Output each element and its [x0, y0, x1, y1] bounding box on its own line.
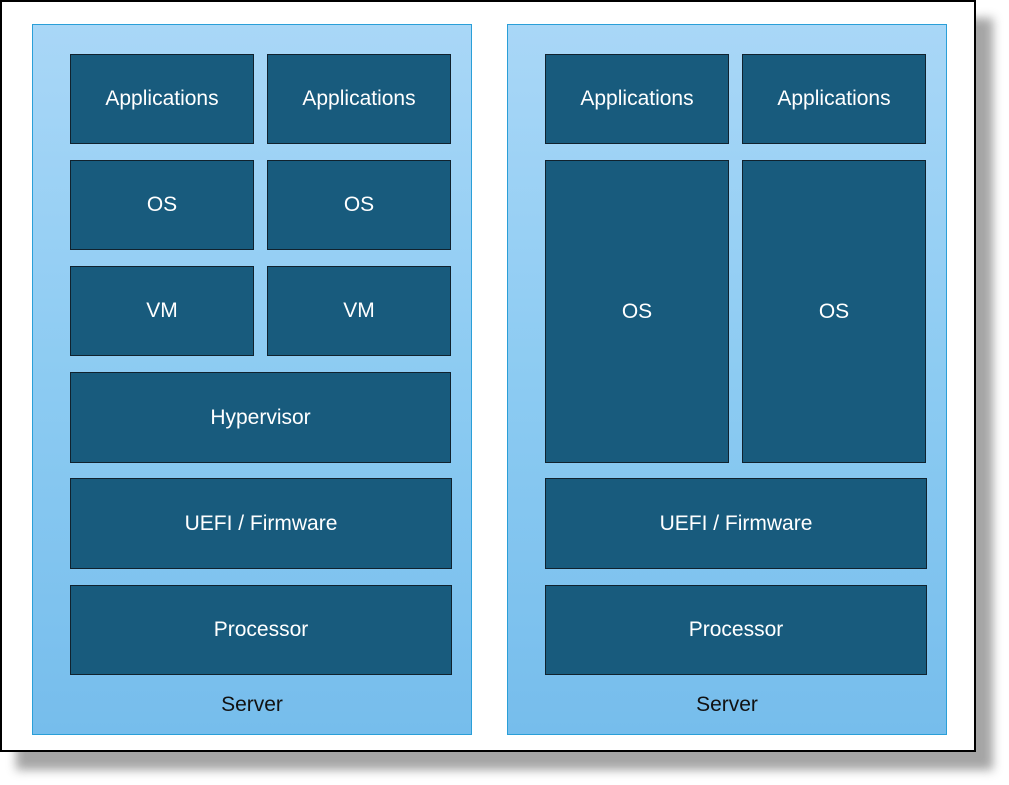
os-block-2: OS [267, 160, 451, 250]
processor-block: Processor [545, 585, 927, 675]
server-label: Server [696, 693, 758, 716]
os-block-1: OS [70, 160, 254, 250]
applications-block-2: Applications [742, 54, 926, 144]
firmware-block: UEFI / Firmware [545, 478, 927, 569]
os-block-2: OS [742, 160, 926, 463]
os-block-1: OS [545, 160, 729, 463]
hypervisor-block: Hypervisor [70, 372, 451, 463]
applications-block-1: Applications [70, 54, 254, 144]
server-label: Server [221, 693, 283, 716]
applications-block-1: Applications [545, 54, 729, 144]
vm-block-1: VM [70, 266, 254, 356]
applications-block-2: Applications [267, 54, 451, 144]
vm-block-2: VM [267, 266, 451, 356]
diagram-frame: Applications Applications OS OS VM VM Hy… [0, 0, 976, 752]
server-virtualized: Applications Applications OS OS VM VM Hy… [32, 24, 472, 735]
processor-block: Processor [70, 585, 452, 675]
firmware-block: UEFI / Firmware [70, 478, 452, 569]
server-bare-metal: Applications Applications OS OS UEFI / F… [507, 24, 947, 735]
